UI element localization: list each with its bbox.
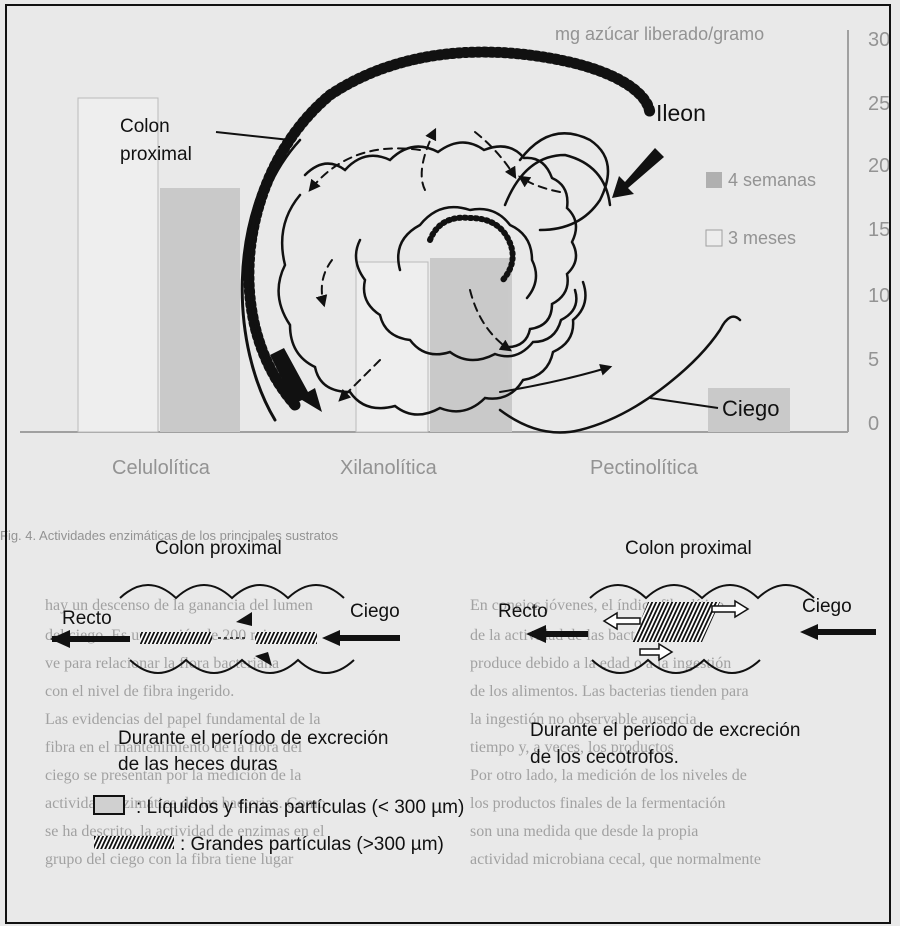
flow-arrow [500,367,610,392]
small-arrow [236,612,252,626]
label-colon-proximal-line2: proximal [120,144,192,165]
panel-right-recto: Recto [498,601,548,622]
bg-category: Celulolítica [112,457,211,479]
panel-left-recto: Recto [62,608,112,629]
flow-arrow [422,130,435,190]
leader-line [650,398,718,408]
panel-right-caption-1: Durante el período de excreción [530,720,800,741]
bg-text-line: de los alimentos. Las bacterias tienden … [470,683,749,700]
panel-right-caption-2: de los cecotrofos. [530,747,679,768]
legend-swatch-liquids [94,796,124,814]
ileum-entry-arrow [612,148,664,198]
bg-text-line: Por otro lado, la medición de los nivele… [470,767,747,784]
bg-tick-label: 25 [868,93,890,115]
panel-left-caption-2: de las heces duras [118,754,278,775]
bg-text-line: ve para relacionar la flora bacteriana [45,655,279,672]
flow-arrow [322,260,332,305]
bg-legend-label: 4 semanas [728,170,816,190]
panel-left-ciego: Ciego [350,601,400,622]
bg-text-line: Las evidencias del papel fundamental de … [45,711,320,728]
bg-tick-label: 10 [868,285,890,307]
bg-tick-label: 15 [868,219,890,241]
bg-text-line: los productos finales de la fermentación [470,795,725,812]
legend-swatch-large [94,836,174,849]
panel-left-title: Colon proximal [155,538,282,559]
bg-text-line: con el nivel de fibra ingerido. [45,683,234,700]
bg-text-line: actividad microbiana cecal, que normalme… [470,851,761,868]
ciego-arrow-head [800,624,818,640]
panel-cecotrophs: Colon proximal Recto Ciego Durante el pe… [498,538,876,768]
bg-legend-swatch [706,230,722,246]
ciego-arrow-head [322,630,340,646]
leader-line [216,132,290,140]
flow-arrow [475,132,515,177]
bg-legend-swatch [706,172,722,188]
panel-left-caption-1: Durante el período de excreción [118,728,388,749]
bg-tick-label: 30 [868,29,890,51]
bg-category: Xilanolítica [340,457,438,479]
label-ileon: Ileon [656,100,706,126]
bg-tick-label: 5 [868,349,879,371]
bg-bar [160,188,240,432]
ileum-tube [520,133,608,230]
label-ciego: Ciego [722,396,779,421]
legend-large: : Grandes partículas (>300 µm) [180,834,444,855]
legend-liquids: : Líquidos y finas partículas (< 300 µm) [136,797,464,818]
label-colon-proximal-line1: Colon [120,116,170,137]
bg-tick-label: 0 [868,413,879,435]
bg-text-line: son una medida que desde la propia [470,823,698,840]
bg-legend-label: 3 meses [728,228,796,248]
bg-bar [430,258,512,432]
large-particles [255,632,317,644]
bg-chart-title: mg azúcar liberado/gramo [555,24,764,44]
panel-right-title: Colon proximal [625,538,752,559]
flow-arrow [310,148,420,190]
bg-tick-label: 20 [868,155,890,177]
bg-y-ticks: 30 25 20 15 10 5 0 [868,29,890,435]
panel-right-ciego: Ciego [802,596,852,617]
bg-category: Pectinolítica [590,457,699,479]
colon-proximal-inner-wall [250,140,300,365]
large-particles [140,632,212,644]
